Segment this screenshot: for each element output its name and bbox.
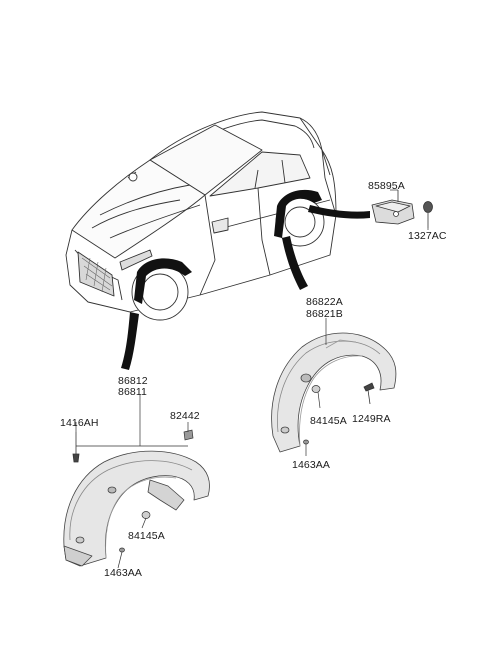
bracket-part	[371, 190, 415, 225]
label-82442: 82442	[170, 410, 200, 422]
screw-1249RA	[363, 382, 375, 405]
label-1249RA: 1249RA	[352, 413, 391, 425]
leader-lines	[75, 189, 429, 447]
rivet-1416AH	[72, 432, 80, 463]
fastener-84145A-left	[141, 511, 151, 529]
label-86821B: 86821B	[306, 308, 343, 320]
leader-band-front	[121, 312, 139, 370]
leader-band-rear	[282, 236, 308, 290]
clip-82442	[183, 426, 194, 441]
label-84145A-left: 84145A	[128, 530, 165, 542]
front-wheel-guard-part	[63, 450, 210, 567]
clip-1327AC	[423, 201, 433, 228]
label-1416AH: 1416AH	[60, 417, 99, 429]
fastener-1463AA-left	[117, 547, 125, 569]
rear-wheel-guard-part	[271, 332, 397, 453]
fastener-84145A-right	[311, 385, 321, 409]
label-1463AA-left: 1463AA	[104, 567, 142, 579]
label-85895A: 85895A	[368, 180, 405, 192]
label-86812: 86812	[118, 375, 148, 387]
vehicle-illustration	[65, 111, 337, 321]
front-wheel-guard-highlight	[134, 258, 192, 304]
leader-band-bracket	[308, 205, 370, 219]
label-84145A-right: 84145A	[310, 415, 347, 427]
label-1327AC: 1327AC	[408, 230, 447, 242]
label-86811: 86811	[118, 386, 147, 398]
label-86822A: 86822A	[306, 296, 343, 308]
fastener-1463AA-right	[303, 439, 309, 456]
label-1463AA-right: 1463AA	[292, 459, 330, 471]
rear-wheel-guard-highlight	[274, 189, 322, 238]
